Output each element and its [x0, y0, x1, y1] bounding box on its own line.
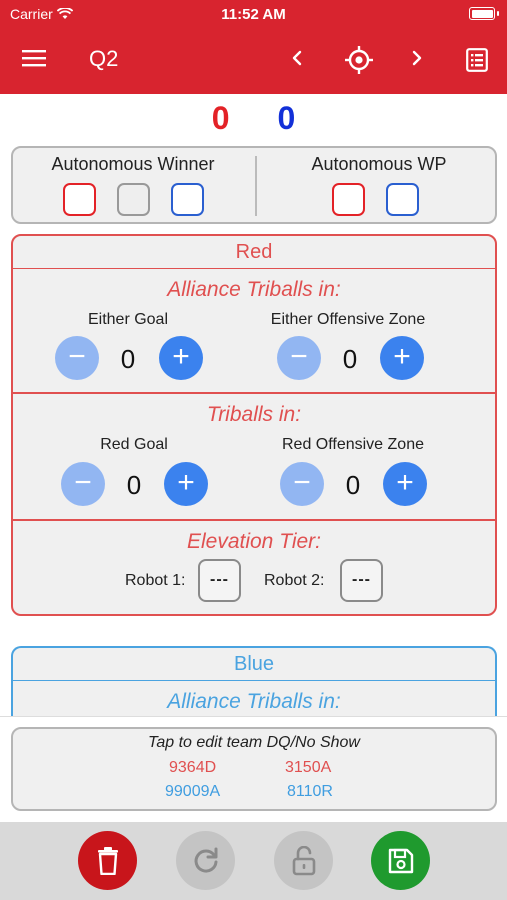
red-goal-label: Red Goal: [100, 436, 168, 453]
carrier-indicator: Carrier: [10, 6, 73, 22]
robot-1-elevation-select[interactable]: ---: [198, 559, 241, 602]
carrier-label: Carrier: [10, 6, 53, 22]
red-alliance-panel: Red Alliance Triballs in: Either Goal − …: [11, 234, 497, 616]
red-alliance-header: Red: [13, 236, 495, 269]
red-offensive-zone-increment-button[interactable]: +: [383, 462, 427, 506]
red-goal-decrement-button[interactable]: −: [61, 462, 105, 506]
crosshair-icon: [345, 46, 373, 74]
refresh-icon: [194, 847, 217, 873]
red-triballs-title: Triballs in:: [206, 403, 302, 426]
autonomous-winner-red-checkbox[interactable]: [63, 183, 96, 216]
autonomous-winner-tie-checkbox[interactable]: [117, 183, 150, 216]
delete-button[interactable]: [78, 831, 137, 890]
red-goal-count: 0: [126, 470, 142, 500]
either-offensive-zone-increment-button[interactable]: +: [380, 336, 424, 380]
robot-1-label: Robot 1:: [125, 572, 186, 589]
red-offensive-zone-count: 0: [345, 470, 361, 500]
save-button[interactable]: [371, 831, 430, 890]
next-match-button[interactable]: [410, 46, 424, 76]
score-display: 0 0: [0, 100, 507, 140]
blue-alliance-triballs-title: Alliance Triballs in:: [167, 690, 341, 713]
match-title: Q2: [89, 46, 119, 71]
autonomous-divider: [255, 156, 257, 216]
robot-2-label: Robot 2:: [264, 572, 325, 589]
lock-button[interactable]: [274, 831, 333, 890]
unlock-icon: [292, 845, 315, 875]
either-offensive-zone-count: 0: [342, 344, 358, 374]
wifi-icon: [56, 8, 73, 19]
elevation-tier-title: Elevation Tier:: [186, 530, 322, 553]
chevron-left-icon: [292, 50, 302, 66]
chevron-right-icon: [412, 50, 422, 66]
either-goal-increment-button[interactable]: +: [159, 336, 203, 380]
bottom-toolbar: [0, 822, 507, 900]
reset-button[interactable]: [176, 831, 235, 890]
either-goal-label: Either Goal: [87, 311, 169, 328]
menu-button[interactable]: [22, 49, 46, 72]
section-divider: [13, 392, 495, 394]
blue-alliance-panel: Blue Alliance Triballs in:: [11, 646, 497, 718]
autonomous-wp-label: Autonomous WP: [311, 154, 447, 174]
robot-2-elevation-select[interactable]: ---: [340, 559, 383, 602]
autonomous-winner-blue-checkbox[interactable]: [171, 183, 204, 216]
list-sheet-icon: [466, 48, 488, 72]
team-dq-panel[interactable]: Tap to edit team DQ/No Show 9364D 3150A …: [11, 727, 497, 811]
previous-match-button[interactable]: [290, 46, 304, 76]
blue-alliance-header: Blue: [13, 648, 495, 681]
red-offensive-zone-decrement-button[interactable]: −: [280, 462, 324, 506]
either-goal-count: 0: [120, 344, 136, 374]
section-divider: [13, 519, 495, 521]
trash-icon: [97, 846, 118, 875]
floppy-disk-icon: [388, 848, 413, 873]
locate-button[interactable]: [345, 46, 373, 79]
scoresheet-button[interactable]: [466, 48, 488, 77]
blue-team-1: 99009A: [165, 783, 221, 800]
autonomous-panel: Autonomous Winner Autonomous WP: [11, 146, 497, 224]
red-team-1: 9364D: [169, 759, 217, 776]
red-offensive-zone-label: Red Offensive Zone: [281, 436, 424, 453]
blue-team-2: 8110R: [287, 783, 333, 800]
autonomous-wp-blue-checkbox[interactable]: [386, 183, 419, 216]
red-team-2: 3150A: [285, 759, 332, 776]
red-goal-increment-button[interactable]: +: [164, 462, 208, 506]
autonomous-wp-red-checkbox[interactable]: [332, 183, 365, 216]
blue-score: 0: [277, 100, 296, 136]
battery-icon: [469, 7, 499, 20]
red-score: 0: [211, 100, 230, 136]
dq-hint-label: Tap to edit team DQ/No Show: [148, 734, 360, 751]
red-alliance-triballs-title: Alliance Triballs in:: [167, 278, 341, 301]
status-bar: Carrier 11:52 AM: [0, 4, 507, 24]
either-goal-decrement-button[interactable]: −: [55, 336, 99, 380]
nav-bar: Q2: [0, 40, 507, 80]
status-time: 11:52 AM: [221, 6, 286, 23]
hamburger-icon: [22, 50, 46, 67]
either-offensive-zone-decrement-button[interactable]: −: [277, 336, 321, 380]
either-offensive-zone-label: Either Offensive Zone: [270, 311, 426, 328]
top-bar: Carrier 11:52 AM Q2: [0, 0, 507, 94]
autonomous-winner-label: Autonomous Winner: [51, 154, 215, 174]
